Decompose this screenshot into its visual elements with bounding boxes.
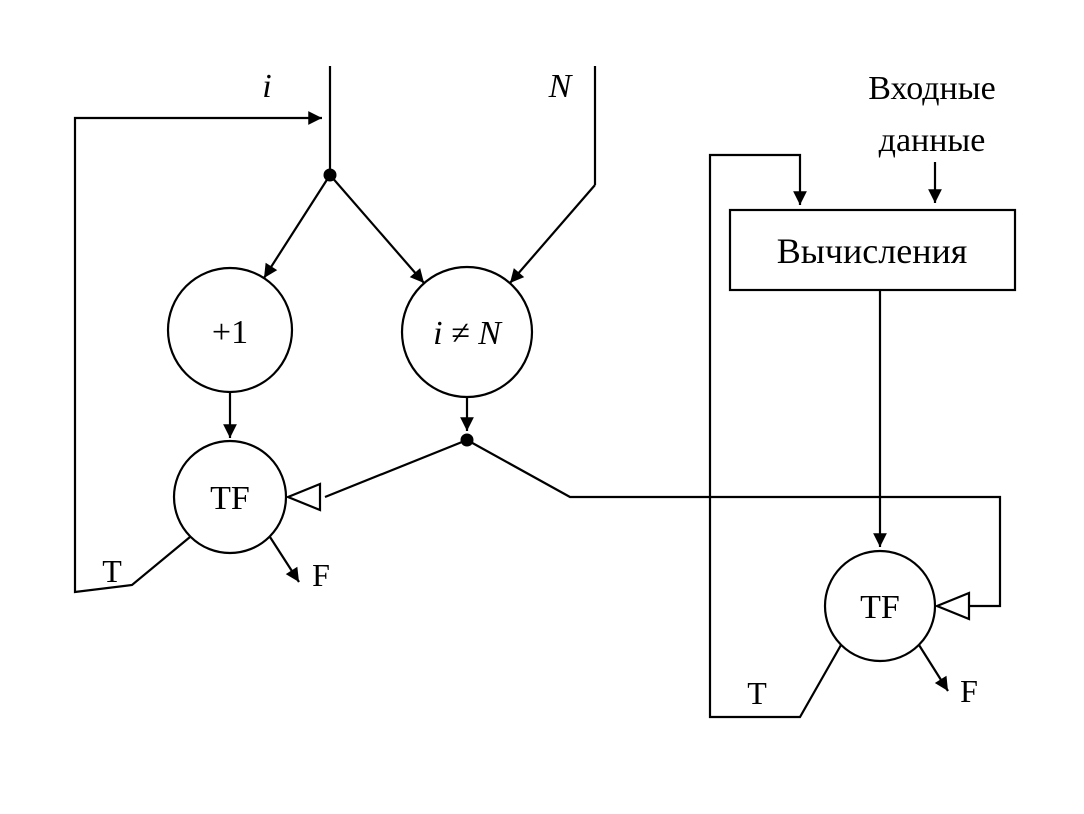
- edge-to-compare-right: [509, 184, 596, 284]
- edge-to-increment: [263, 174, 331, 279]
- node-increment: [166, 266, 294, 394]
- label-tf-left: TF: [210, 480, 250, 517]
- label-increment: +1: [212, 314, 248, 351]
- node-tf-left: [172, 439, 288, 555]
- label-input-data-line2: данные: [879, 122, 986, 159]
- label-n: N: [548, 68, 574, 105]
- node-compare: [400, 265, 534, 399]
- label-input-data-line1: Входные: [868, 70, 995, 107]
- label-i: i: [262, 68, 271, 105]
- edge-loop-true-left: [73, 111, 322, 594]
- edge-junction-to-tf-left: [324, 438, 468, 499]
- open-arrowhead-tf-left: [285, 482, 322, 512]
- label-true-right: T: [747, 675, 767, 711]
- edge-loop-true-right: [708, 153, 842, 719]
- edge-to-compare-left: [329, 174, 425, 284]
- label-true-left: T: [102, 553, 122, 589]
- edge-junction-to-tf-right: [466, 439, 1002, 608]
- label-tf-right: TF: [860, 589, 900, 626]
- edge-tf-right-false: [918, 644, 949, 692]
- label-compute: Вычисления: [777, 231, 968, 271]
- edge-tf-left-false: [269, 536, 300, 583]
- label-false-right: F: [960, 673, 978, 709]
- open-arrowhead-tf-right: [934, 591, 971, 621]
- label-compare: i ≠ N: [433, 315, 503, 352]
- node-tf-right: [823, 549, 937, 663]
- node-compute: [728, 208, 1017, 292]
- label-false-left: F: [312, 557, 330, 593]
